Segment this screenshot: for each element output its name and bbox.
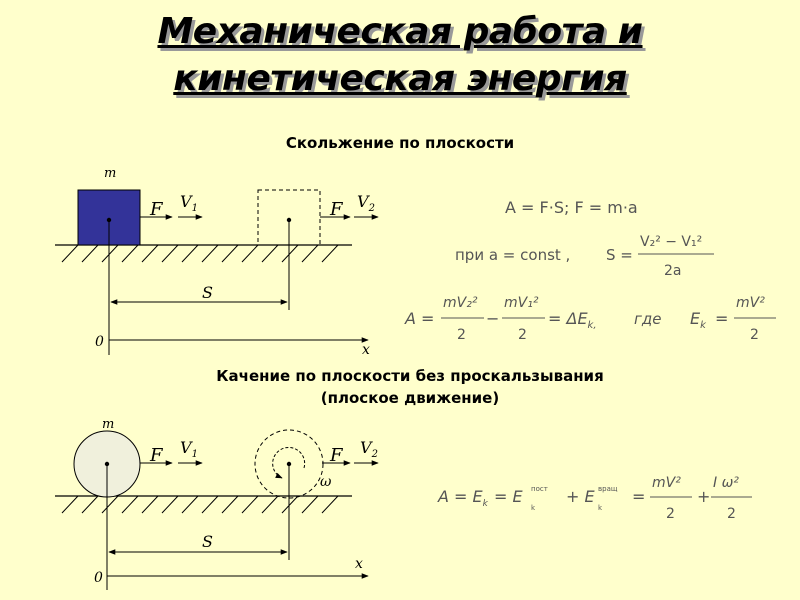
formula-s-denominator: 2a [664, 263, 682, 279]
energy-num-1: mV₂² [443, 295, 478, 311]
rolling-num-2: I ω² [713, 475, 739, 491]
rolling-plus: + [697, 487, 710, 506]
rolling-vr-sub: k [598, 504, 603, 512]
force-label-4: F [329, 445, 344, 466]
rolling-lhs: A = Ek [437, 487, 489, 509]
mass-label-2: m [102, 417, 114, 432]
ground-hatch-2 [61, 495, 339, 514]
rolling-post-sub: k [531, 504, 536, 512]
ek-den: 2 [750, 327, 759, 343]
formula-s-lhs: S = [606, 246, 633, 264]
axis-label-2: x [355, 556, 363, 572]
rolling-den-2: 2 [727, 506, 736, 522]
ek-eq: = [715, 309, 728, 328]
section1-heading: Скольжение по плоскости [285, 134, 515, 152]
ground-hatch-1 [61, 244, 339, 263]
rolling-diagram: m F V1 F V2 ω S 0 x [55, 417, 379, 590]
section2-heading: Качение по плоскости без проскальзывания… [150, 365, 670, 409]
energy-den-2: 2 [518, 327, 527, 343]
formula-s-numerator: V₂² − V₁² [640, 234, 702, 250]
rolling-e-vr: + E [566, 487, 595, 506]
distance-label-2: S [202, 532, 213, 551]
title-line-2: кинетическая энергия [173, 58, 627, 99]
ek-lhs: Ek [690, 309, 707, 331]
energy-num-2: mV₁² [504, 295, 539, 311]
velocity-label-1: V1 [180, 192, 198, 214]
force-label-2: F [329, 199, 344, 220]
rotation-arrow [272, 446, 306, 479]
velocity-label-2: V2 [357, 192, 375, 214]
axis-label-1: x [362, 342, 370, 358]
energy-where: где [634, 310, 661, 328]
section2-heading-line2: (плоское движение) [320, 389, 500, 407]
omega-label: ω [320, 474, 332, 490]
origin-label-2: 0 [94, 570, 103, 586]
formula-work-force: A = F·S; F = m·a [505, 198, 638, 217]
rolling-vr-sup: вращ [598, 485, 618, 493]
rolling-post-sup: пост [531, 485, 548, 493]
rolling-den-1: 2 [666, 506, 675, 522]
force-label-1: F [149, 199, 164, 220]
distance-label-1: S [202, 283, 213, 302]
mass-label-1: m [104, 166, 116, 181]
rolling-eq2: = [632, 487, 645, 506]
energy-minus: − [486, 309, 499, 328]
energy-lhs: A = [404, 309, 434, 328]
formula-condition: при a = const , [455, 246, 570, 264]
energy-result: = ΔEk, [548, 309, 597, 331]
title-line-1: Механическая работа и [157, 11, 643, 52]
rolling-num-1: mV² [652, 475, 681, 491]
velocity-label-4: V2 [360, 438, 378, 460]
ek-num: mV² [736, 295, 765, 311]
rolling-formula: A = Ek = E пост k + E вращ k = mV² 2 + I… [437, 475, 752, 522]
page-title: Механическая работа и кинетическая энерг… [0, 8, 800, 102]
velocity-label-3: V1 [180, 438, 198, 460]
energy-den-1: 2 [457, 327, 466, 343]
sliding-diagram: m F V1 F V2 S 0 x [55, 166, 379, 358]
rolling-disc-ghost [254, 429, 324, 499]
section2-heading-line1: Качение по плоскости без проскальзывания [216, 367, 604, 385]
rolling-e-post: = E [494, 487, 523, 506]
origin-label-1: 0 [95, 334, 104, 350]
sliding-formulas: A = F·S; F = m·a при a = const , S = V₂²… [404, 198, 776, 343]
force-label-3: F [149, 445, 164, 466]
